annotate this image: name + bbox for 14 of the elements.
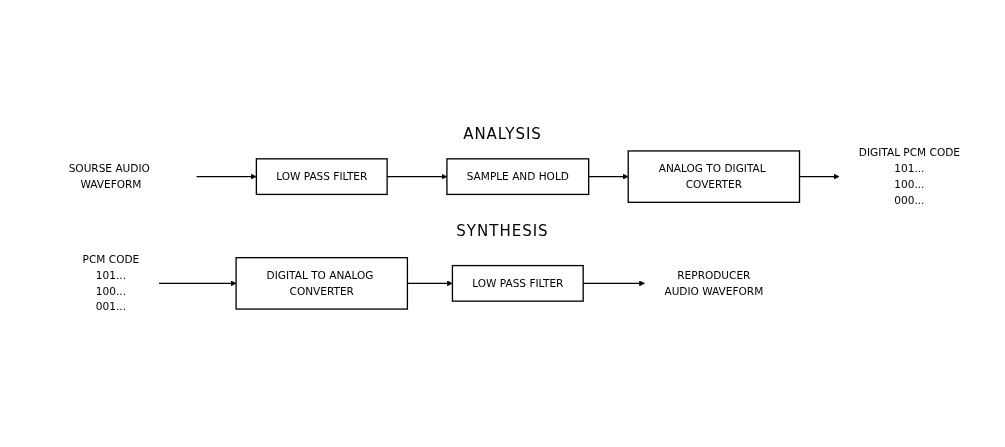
- section-heading: SYNTHESIS: [455, 222, 550, 240]
- node-text: SOURSE AUDIO WAVEFORM: [68, 162, 150, 191]
- node-box: LOW PASS FILTER: [451, 264, 584, 302]
- node-box: LOW PASS FILTER: [255, 158, 388, 196]
- arrow: [158, 280, 237, 287]
- node-text: DIGITAL PCM CODE 101... 100... 000...: [858, 146, 960, 207]
- node-box: DIGITAL TO ANALOG CONVERTER: [235, 257, 409, 310]
- arrow: [588, 173, 629, 180]
- arrow: [195, 173, 257, 180]
- node-text: PCM CODE 101... 100... 001...: [82, 253, 140, 314]
- node-text: REPRODUCER AUDIO WAVEFORM: [664, 268, 764, 298]
- node-box: ANALOG TO DIGITAL COVERTER: [627, 150, 801, 203]
- section-heading: ANALYSIS: [462, 125, 543, 143]
- node-box: SAMPLE AND HOLD: [446, 158, 590, 196]
